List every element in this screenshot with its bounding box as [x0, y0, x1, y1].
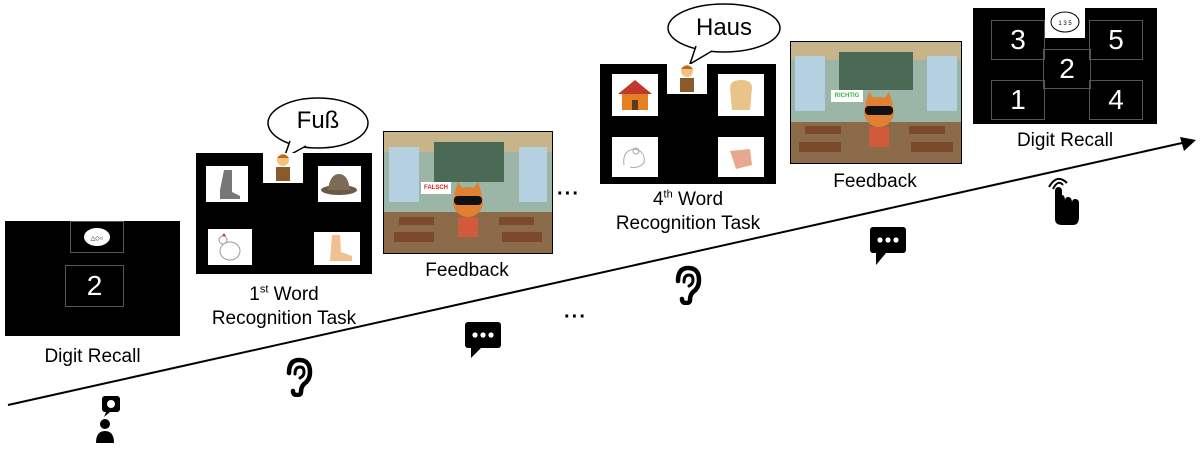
ellipsis-top: ··· — [557, 183, 580, 205]
digit-cell-4[interactable]: 4 — [1089, 80, 1143, 120]
digit-cell-3[interactable]: 3 — [991, 20, 1045, 60]
caption-word-task-1: 1st Word Recognition Task — [211, 283, 357, 329]
digit-display: 2 — [65, 265, 124, 307]
feedback-scene-2: RICHTIG — [790, 41, 962, 164]
person-thinking-icon — [96, 393, 126, 450]
ellipsis-bottom: ··· — [564, 306, 587, 328]
speech-text-haus: Haus — [695, 14, 753, 41]
ear-icon — [283, 357, 313, 402]
picture-mouse-sketch[interactable] — [612, 137, 658, 177]
speech-bubble-haus — [667, 3, 781, 66]
thought-cloud-icon: △◇○ — [70, 221, 124, 253]
feedback-sign-falsch: FALSCH — [421, 182, 451, 194]
caption-feedback-1: Feedback — [425, 260, 509, 281]
picture-foot[interactable] — [314, 232, 360, 265]
digit-recall-screen-1: △◇○ 2 — [5, 221, 180, 336]
caption-digit-recall-1: Digit Recall — [44, 346, 141, 367]
digit-cell-2[interactable]: 2 — [1043, 49, 1091, 89]
tap-hand-icon — [1045, 177, 1083, 232]
feedback-scene-1: FALSCH — [383, 131, 553, 254]
teacher-icon — [676, 64, 698, 99]
ear-icon — [672, 265, 702, 310]
digit-recall-screen-2: 1 3 5 3 5 2 1 4 — [973, 8, 1157, 124]
digit-cell-5[interactable]: 5 — [1089, 20, 1143, 60]
caption-digit-recall-2: Digit Recall — [1016, 130, 1114, 151]
word-recognition-screen-1 — [196, 153, 372, 274]
picture-bread[interactable] — [718, 74, 764, 116]
feedback-sign-richtig: RICHTIG — [831, 90, 863, 102]
feedback-sign-text: RICHTIG — [834, 93, 860, 99]
teacher-icon — [272, 153, 294, 188]
svg-text:1 3 5: 1 3 5 — [1058, 21, 1072, 27]
caption-word-task-4: 4th Word Recognition Task — [615, 188, 761, 234]
speech-bubble-icon — [868, 225, 908, 272]
feedback-sign-text: FALSCH — [424, 185, 448, 191]
caption-feedback-2: Feedback — [833, 171, 917, 192]
speech-bubble-fuss — [267, 97, 369, 160]
picture-house[interactable] — [612, 74, 658, 116]
picture-hat[interactable] — [318, 166, 361, 202]
picture-fist[interactable] — [718, 137, 764, 177]
picture-boot[interactable] — [206, 166, 248, 202]
picture-chicken[interactable] — [208, 229, 252, 265]
word-recognition-screen-4 — [600, 64, 776, 184]
svg-text:△◇○: △◇○ — [91, 236, 104, 242]
speech-bubble-icon — [463, 320, 503, 365]
speech-text-fuss: Fuß — [296, 107, 340, 134]
digit-cell-1[interactable]: 1 — [991, 80, 1045, 120]
thought-cloud-icon: 1 3 5 — [1045, 8, 1085, 38]
